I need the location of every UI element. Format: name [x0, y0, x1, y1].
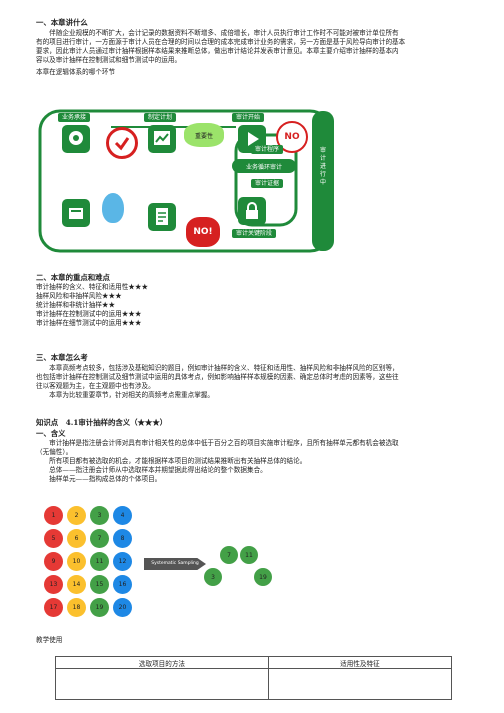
population-item: 8	[113, 529, 132, 548]
population-item: 1	[44, 506, 63, 525]
tag-audit-start: 审计开始	[232, 113, 265, 122]
section1-body: 伴随企业规模的不断扩大，会计记录的数据资料不断增多、成倍增长，审计人员执行审计工…	[36, 29, 476, 65]
teaching-use-label: 教学使用	[36, 636, 63, 644]
population-item: 7	[90, 529, 109, 548]
table-row	[55, 668, 453, 700]
text-line: 有的项目进行审计，一方面源于审计人员在合理的时间以合理的成本完成审计业务的需求，…	[36, 38, 406, 46]
tag-audit-evidence: 审计证据	[251, 179, 284, 188]
no-bottom-icon: NO!	[186, 217, 220, 247]
population-item: 17	[44, 598, 63, 617]
table-header-row: 选取项目的方法 适用性及特征	[55, 656, 453, 669]
tag-key-phase: 审计关键阶段	[232, 229, 277, 238]
document-icon	[148, 203, 176, 231]
population-item: 3	[90, 506, 109, 525]
table-header-cell: 适用性及特征	[267, 656, 453, 669]
check-icon	[106, 127, 138, 159]
population-item: 6	[67, 529, 86, 548]
text-line: 抽样单元——指构成总体的个体项目。	[36, 475, 162, 483]
business-cycle-label: 业务循环审计	[245, 163, 282, 171]
key-points-list: 审计抽样的含义、特征和适用性★★★ 抽样风险和非抽样风险★★★ 统计抽样和非统计…	[36, 283, 148, 328]
text-line: 总体——指注册会计师从中选取样本并期望据此得出结论的整个数据集合。	[36, 466, 267, 474]
head-gear-icon	[62, 125, 90, 153]
text-line: 也包括审计抽样在控制测试及细节测试中运用的具体考点，例如影响抽样样本规模的因素、…	[36, 373, 399, 381]
logic-system-diagram: 业务承接 制定计划 重要性 审计开始 NO 审计程序 业务循环审计 审计证据 审…	[36, 107, 444, 255]
box-icon	[62, 199, 90, 227]
sample-item: 3	[204, 568, 222, 586]
knowledge-subheading: 一、含义	[36, 429, 66, 438]
text-line: 审计抽样是指注册会计师对具有审计相关性的总体中低于百分之百的项目实施审计程序，且…	[36, 439, 399, 447]
population-item: 5	[44, 529, 63, 548]
no-top-label: NO	[284, 132, 300, 142]
table-cell	[267, 668, 453, 700]
table-cell	[55, 668, 269, 700]
tag-audit-procedures: 审计程序	[251, 145, 284, 154]
diagram-caption: 本章在逻辑体系的哪个环节	[36, 68, 116, 76]
population-item: 14	[67, 575, 86, 594]
text-line: 往以客观题为主，在主观题中也有涉及。	[36, 382, 155, 390]
text-line: 本章为比较重要章节，针对相关的高频考点需重点掌握。	[36, 391, 215, 399]
population-item: 18	[67, 598, 86, 617]
knowledge-heading: 知识点 4.1审计抽样的含义（★★★）	[36, 418, 168, 427]
population-item: 15	[90, 575, 109, 594]
section1-heading: 一、本章讲什么	[36, 18, 88, 27]
section3-heading: 三、本章怎么考	[36, 353, 88, 362]
sample-item: 19	[254, 568, 272, 586]
text-line: 容以及审计抽样在控制测试和细节测试中的运用。	[36, 56, 182, 64]
text-line: 所有项目都有被选取的机会，才能根据样本项目的测试结果推断出有关抽样总体的结论。	[36, 457, 307, 465]
text-line: 伴随企业规模的不断扩大，会计记录的数据资料不断增多、成倍增长，审计人员执行审计工…	[36, 29, 399, 37]
lock-icon	[238, 197, 266, 225]
sample-item: 7	[220, 546, 238, 564]
sampling-arrow: Systematic Sampling	[144, 558, 206, 570]
tag-planning: 制定计划	[144, 113, 177, 122]
knowledge-body: 审计抽样是指注册会计师对具有审计相关性的总体中低于百分之百的项目实施审计程序，且…	[36, 439, 399, 484]
audit-in-progress-label: 审计进行中	[319, 147, 326, 186]
list-item: 审计抽样的含义、特征和适用性★★★	[36, 283, 149, 291]
population-item: 9	[44, 552, 63, 571]
population-item: 19	[90, 598, 109, 617]
population-item: 4	[113, 506, 132, 525]
text-line: 本章高频考点较多，包括涉及基础知识的题目，例如审计抽样的含义、特征和适用性、抽样…	[36, 364, 399, 372]
table-header-cell: 选取项目的方法	[55, 656, 269, 669]
materiality-badge: 重要性	[184, 123, 224, 147]
business-cycle-pill: 业务循环审计	[232, 159, 296, 173]
list-item: 抽样风险和非抽样风险★★★	[36, 292, 122, 300]
section3-body: 本章高频考点较多，包括涉及基础知识的题目，例如审计抽样的含义、特征和适用性、抽样…	[36, 364, 399, 400]
section2-heading: 二、本章的重点和难点	[36, 273, 110, 282]
list-item: 审计抽样在控制测试中的运用★★★	[36, 310, 142, 318]
sample-item: 11	[240, 546, 258, 564]
text-line: 要求，因此审计人员通过审计抽样根据样本结果来推断总体，做出审计结论并发表审计意见…	[36, 47, 399, 55]
chart-icon	[148, 125, 176, 153]
tag-acceptance: 业务承接	[58, 113, 91, 122]
selection-methods-table: 选取项目的方法 适用性及特征	[55, 656, 453, 700]
population-item: 10	[67, 552, 86, 571]
mascot-icon	[102, 193, 124, 223]
list-item: 审计抽样在细节测试中的运用★★★	[36, 319, 142, 327]
population-item: 20	[113, 598, 132, 617]
population-item: 12	[113, 552, 132, 571]
population-item: 11	[90, 552, 109, 571]
population-item: 13	[44, 575, 63, 594]
population-item: 2	[67, 506, 86, 525]
text-line: （无偏性）。	[36, 448, 73, 456]
list-item: 统计抽样和非统计抽样★★	[36, 301, 116, 309]
materiality-label: 重要性	[194, 132, 213, 140]
no-bottom-label: NO!	[193, 227, 213, 237]
population-item: 16	[113, 575, 132, 594]
